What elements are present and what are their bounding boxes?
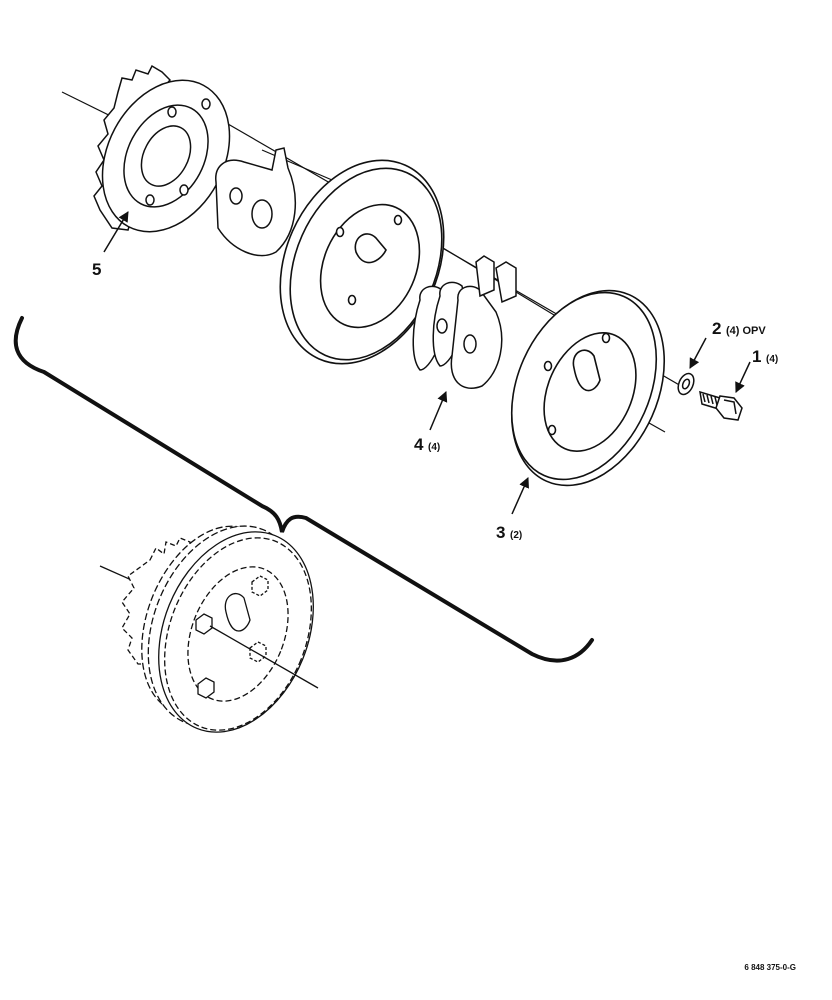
friction-plate-part-3: [510, 289, 666, 487]
callout-2: 2 (4) OPV: [712, 319, 766, 338]
callout-5-number: 5: [92, 260, 101, 279]
sprocket-part-5: [93, 64, 231, 233]
callout-3-qty: (2): [510, 530, 522, 541]
callout-3: 3 (2): [496, 523, 522, 542]
callout-4-qty: (4): [428, 442, 440, 453]
callout-2-number: 2: [712, 319, 721, 338]
arrow-3: [511, 477, 529, 515]
callout-2-qty: (4) OPV: [726, 325, 766, 337]
assembly-brace: [13, 316, 594, 663]
callout-4: 4 (4): [414, 435, 440, 454]
assembled-clutch-view: [99, 525, 319, 733]
callout-3-number: 3: [496, 523, 505, 542]
callout-4-number: 4: [414, 435, 424, 454]
callout-1-qty: (4): [766, 354, 778, 365]
callout-1-number: 1: [752, 347, 761, 366]
bolt-part-1: [699, 390, 743, 421]
callout-5: 5: [92, 260, 101, 279]
arrow-5: [103, 211, 129, 253]
washer-part-2: [677, 372, 695, 396]
arrow-4: [429, 391, 448, 431]
callout-1: 1 (4): [752, 347, 778, 366]
friction-disc-large: [279, 159, 445, 365]
callout-arrows: [103, 211, 751, 515]
spring-clips-part-4: [412, 255, 517, 389]
reference-number: 6 848 375-0-G: [744, 963, 796, 972]
arrow-1: [735, 361, 751, 393]
hub-half-spacer: [215, 147, 297, 257]
arrow-2: [689, 337, 707, 369]
